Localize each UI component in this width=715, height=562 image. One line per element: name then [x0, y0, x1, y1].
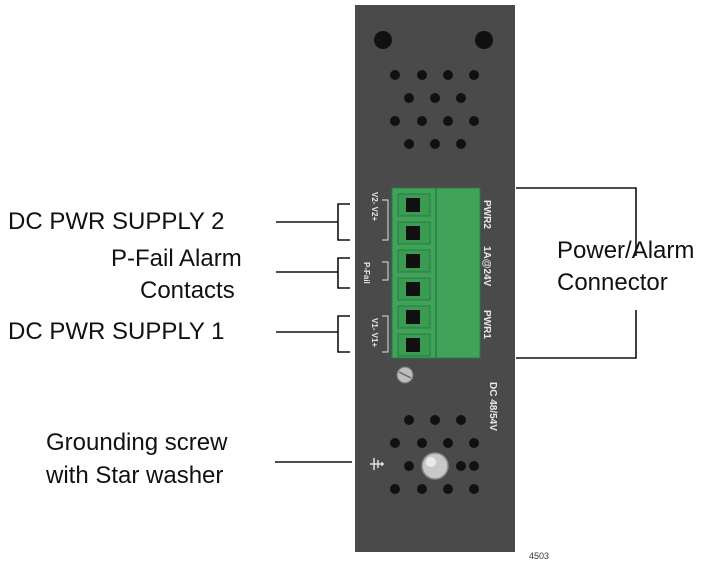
callout-pfail-line2: Contacts [140, 277, 235, 304]
v1-label: V1- V1+ [370, 318, 379, 347]
rating-label: 1A@24V [481, 246, 492, 287]
terminal-slots [397, 193, 431, 357]
v2-label: V2- V2+ [370, 192, 379, 221]
callout-grounding-line1: Grounding screw [46, 429, 228, 456]
callout-connector-line2: Connector [557, 269, 668, 296]
figure-id: 4503 [529, 551, 550, 561]
pwr2-label: PWR2 [481, 200, 492, 229]
grounding-screw [421, 452, 449, 480]
terminal-bracket-marks [382, 199, 389, 353]
callout-dc-pwr-supply-2: DC PWR SUPPLY 2 [8, 208, 225, 235]
top-vent-holes [390, 70, 479, 149]
callout-connector-line1: Power/Alarm [557, 237, 695, 264]
callout-pfail-line1: P-Fail Alarm [111, 245, 242, 272]
mounting-hole-right [475, 31, 493, 49]
bottom-vent-holes [390, 415, 479, 494]
callout-grounding-line2: with Star washer [46, 462, 224, 489]
ground-symbol-icon [370, 458, 384, 470]
pfail-label: P-Fail [362, 262, 371, 284]
callout-lines [275, 187, 637, 463]
callout-dc-pwr-supply-1: DC PWR SUPPLY 1 [8, 318, 225, 345]
pwr1-label: PWR1 [481, 310, 492, 339]
voltage-label: DC 48/54V [487, 382, 498, 431]
mounting-hole-left [374, 31, 392, 49]
